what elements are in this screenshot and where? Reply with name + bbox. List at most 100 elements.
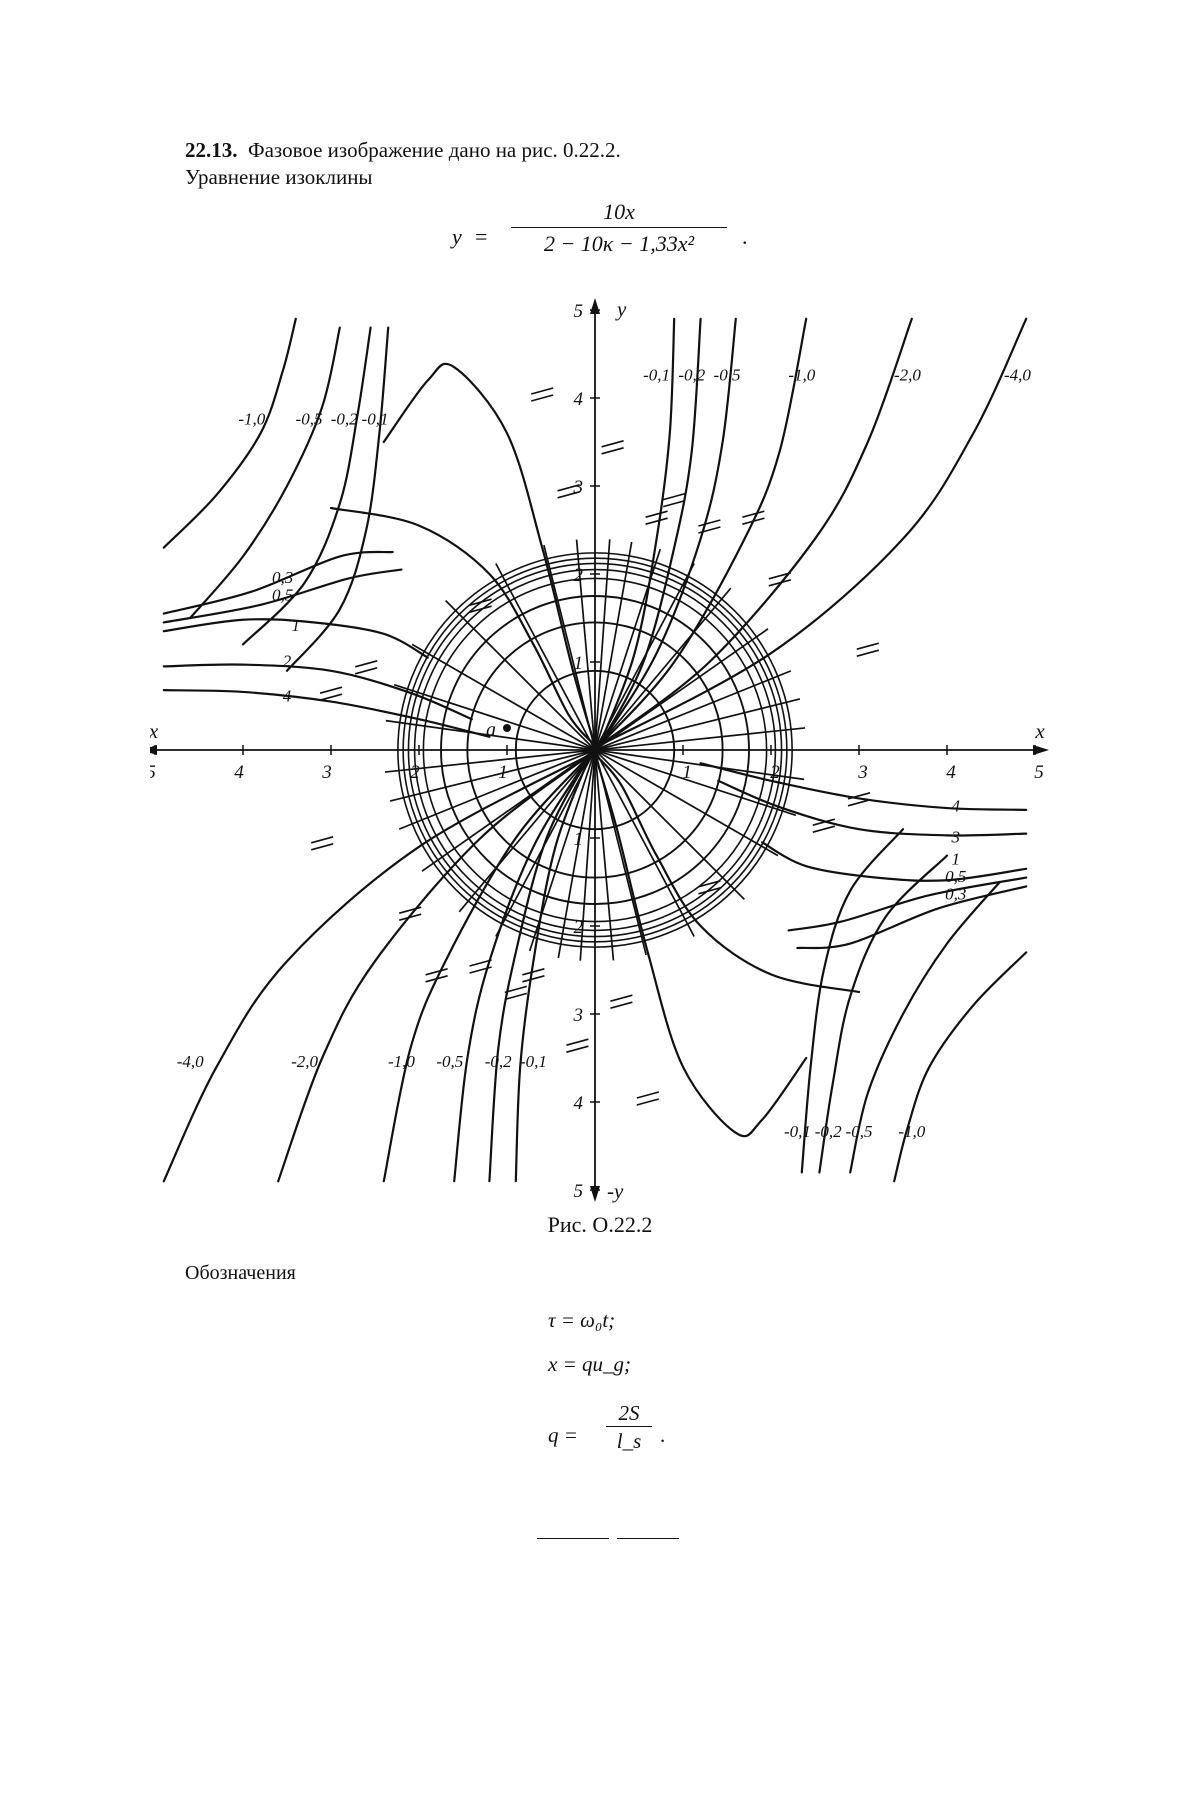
isocline-curve-0 xyxy=(162,317,297,549)
direction-mark-6 xyxy=(469,598,492,613)
isocline-curve-24 xyxy=(717,779,1028,837)
x-tick-label-5: 1 xyxy=(682,762,692,783)
isocline-label-br-0: -0,1 xyxy=(784,1122,811,1141)
isocline-curve-25 xyxy=(699,762,1028,811)
isocline-label-tl-1: -0,5 xyxy=(296,409,323,428)
direction-mark-9 xyxy=(636,1091,660,1106)
isocline-label-tr-4: -2,0 xyxy=(894,365,921,384)
trajectory-circle-3 xyxy=(422,577,768,923)
y-axis-label-neg: -y xyxy=(607,1179,624,1203)
isocline-curve-18 xyxy=(849,880,1001,1174)
eq-numerator: 10x xyxy=(603,199,635,224)
direction-mark-22 xyxy=(566,1038,589,1053)
notation-x-text: x = qu_g; xyxy=(548,1352,631,1376)
direction-mark-17 xyxy=(847,792,871,807)
isocline-curve-33 xyxy=(162,753,592,1183)
eq-fraction: 10x 2 − 10κ − 1,33x² xyxy=(505,197,733,258)
isocline-curve-21 xyxy=(796,885,1028,950)
isocline-curve-19 xyxy=(818,854,949,1174)
isocline-label-l-4: 4 xyxy=(283,687,292,706)
figure-caption: Рис. О.22.2 xyxy=(547,1212,653,1237)
direction-mark-19 xyxy=(742,510,765,525)
notation-q-end: . xyxy=(660,1423,666,1447)
direction-mark-4 xyxy=(768,572,792,587)
direction-mark-12 xyxy=(469,959,492,974)
isocline-curve-27 xyxy=(593,753,808,1138)
isocline-curve-8 xyxy=(162,689,491,738)
trajectory-circle-6 xyxy=(402,557,788,943)
notation-q-num: 2S xyxy=(618,1401,640,1425)
problem-header: 22.13. Фазовое изображение дано на рис. … xyxy=(185,137,825,191)
isocline-label-tr-2: -0,5 xyxy=(714,365,741,384)
isocline-label-tl-2: -0,2 xyxy=(331,409,358,428)
x-axis-arrow-left xyxy=(150,745,157,755)
isocline-label-br-1: -0,2 xyxy=(815,1122,842,1141)
eq-lhs: y xyxy=(452,224,462,249)
isocline-label-bl-4: -0,2 xyxy=(485,1052,512,1071)
isocline-curve-15 xyxy=(598,317,913,747)
direction-mark-18 xyxy=(425,968,448,983)
isocline-label-tl-3: -0,1 xyxy=(362,409,389,428)
trajectory-circle-1 xyxy=(466,621,724,879)
notation-q-lhs: q = xyxy=(548,1423,578,1447)
isocline-label-bl-3: -0,5 xyxy=(436,1052,463,1071)
isocline-label-l-1: 0,5 xyxy=(272,585,293,604)
isocline-label-r-0: 4 xyxy=(952,797,961,816)
notation-q-fraction: 2S l_s xyxy=(606,1400,652,1455)
y-tick-label-4: 1 xyxy=(574,653,584,674)
isocline-equation: y = 10x 2 − 10κ − 1,33x² . xyxy=(0,197,1200,277)
isocline-label-bl-0: -4,0 xyxy=(177,1052,204,1071)
isocline-curve-26 xyxy=(593,753,861,994)
direction-mark-8 xyxy=(319,686,343,701)
isocline-label-l-0: 0,3 xyxy=(272,568,293,587)
trajectory-circle-5 xyxy=(407,562,783,938)
isocline-curve-31 xyxy=(382,753,592,1183)
y-tick-label-3: 2 xyxy=(574,565,584,586)
isocline-curve-10 xyxy=(382,362,597,747)
isocline-label-r-3: 0,5 xyxy=(945,867,966,886)
y-tick-label-5: 1 xyxy=(574,829,584,850)
y-tick-label-6: 2 xyxy=(574,917,584,938)
direction-mark-10 xyxy=(610,994,633,1009)
isocline-label-r-4: 0,3 xyxy=(945,885,966,904)
x-tick-label-2: 3 xyxy=(321,762,332,783)
direction-mark-20 xyxy=(504,985,528,1001)
y-axis-label: y xyxy=(615,297,627,321)
problem-line2: Уравнение изоклины xyxy=(185,165,373,189)
phase-portrait-chart: x-xy-y54321123455432112345-1,0-0,5-0,2-0… xyxy=(150,297,1049,1203)
y-tick-label-2: 3 xyxy=(573,477,584,498)
direction-mark-7 xyxy=(354,660,378,675)
direction-mark-2 xyxy=(645,510,668,525)
isocline-label-tr-1: -0,2 xyxy=(678,365,705,384)
trajectory-circle-2 xyxy=(440,595,750,905)
isocline-label-br-2: -0,5 xyxy=(846,1122,873,1141)
isocline-label-l-2: 1 xyxy=(292,616,301,635)
y-axis-arrow-up xyxy=(590,298,600,314)
isocline-curve-30 xyxy=(453,753,592,1183)
isocline-curve-28 xyxy=(514,753,592,1183)
isocline-curve-23 xyxy=(761,841,1028,882)
start-point-label: a xyxy=(486,719,496,741)
direction-mark-21 xyxy=(662,492,686,508)
isocline-label-r-2: 1 xyxy=(952,849,961,868)
end-rule-right xyxy=(617,1538,679,1539)
isocline-label-tr-3: -1,0 xyxy=(788,365,815,384)
y-tick-label-9: 5 xyxy=(574,1181,584,1202)
x-tick-label-7: 3 xyxy=(857,762,868,783)
isocline-curve-6 xyxy=(162,618,429,659)
notation-tau-text: τ = ω₀t; xyxy=(548,1308,616,1332)
isocline-label-bl-5: -0,1 xyxy=(520,1052,547,1071)
direction-mark-15 xyxy=(698,880,721,895)
x-tick-label-8: 4 xyxy=(946,762,956,783)
isocline-curve-14 xyxy=(598,317,808,747)
isocline-label-bl-2: -1,0 xyxy=(388,1052,415,1071)
origin-point xyxy=(590,745,600,755)
direction-mark-13 xyxy=(398,906,422,921)
y-tick-label-0: 5 xyxy=(574,301,584,322)
isocline-curve-32 xyxy=(277,753,592,1183)
x-axis-arrow-right xyxy=(1033,745,1049,755)
y-tick-label-8: 4 xyxy=(574,1093,584,1114)
x-tick-label-0: 5 xyxy=(150,762,156,783)
problem-number: 22.13. xyxy=(185,138,238,162)
